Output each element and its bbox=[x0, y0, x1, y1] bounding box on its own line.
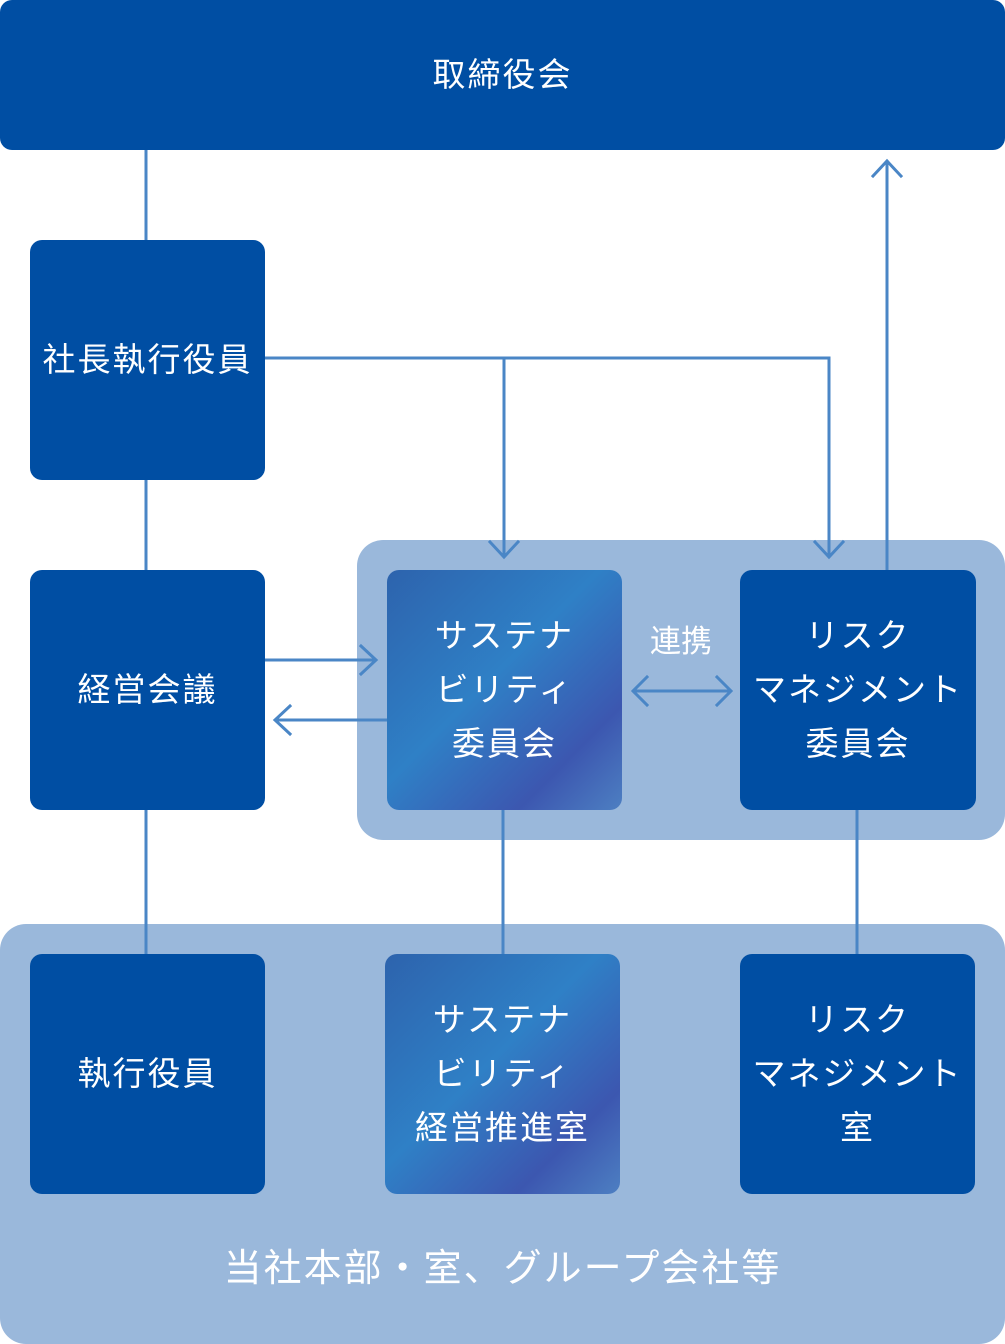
president-label: 社長執行役員 bbox=[42, 340, 253, 379]
risk-committee-line-2: マネジメント bbox=[753, 670, 963, 709]
sustainability-office-box: サステナ ビリティ 経営推進室 bbox=[385, 954, 620, 1194]
sustainability-office-line-3: 経営推進室 bbox=[415, 1108, 590, 1147]
arrowhead-risk bbox=[812, 539, 846, 560]
risk-office-line-1: リスク bbox=[805, 1000, 910, 1039]
risk-office-line-2: マネジメント bbox=[752, 1054, 963, 1093]
arrowhead-board bbox=[870, 158, 904, 179]
sustainability-committee-line-1: サステナ bbox=[434, 616, 575, 655]
sustainability-office-line-2: ビリティ bbox=[433, 1054, 572, 1093]
risk-office-line-3: 室 bbox=[840, 1108, 875, 1147]
bottom-group-label: 当社本部・室、グループ会社等 bbox=[223, 1246, 782, 1290]
president-box: 社長執行役員 bbox=[30, 240, 265, 480]
president-to-committees-line bbox=[264, 356, 831, 558]
sustainability-committee-box: サステナ ビリティ 委員会 bbox=[387, 570, 622, 810]
arrowhead-to-sustainability bbox=[358, 643, 379, 677]
arrowhead-sustainability bbox=[487, 539, 521, 560]
arrowhead-cooperation-right bbox=[714, 674, 734, 708]
arrowhead-cooperation-left bbox=[630, 674, 650, 708]
management-meeting-label: 経営会議 bbox=[77, 670, 218, 709]
cooperation-label: 連携 bbox=[650, 624, 712, 660]
sustainability-committee-line-2: ビリティ bbox=[435, 670, 574, 709]
sustainability-committee-line-3: 委員会 bbox=[452, 724, 557, 763]
risk-committee-line-3: 委員会 bbox=[805, 724, 911, 763]
board-of-directors-box: 取締役会 bbox=[0, 0, 1005, 150]
board-label: 取締役会 bbox=[432, 55, 573, 94]
management-meeting-box: 経営会議 bbox=[30, 570, 265, 810]
executive-officers-label: 執行役員 bbox=[77, 1054, 218, 1093]
arrowhead-to-meeting bbox=[272, 703, 293, 737]
executive-officers-box: 執行役員 bbox=[30, 954, 265, 1194]
risk-committee-box: リスク マネジメント 委員会 bbox=[740, 570, 976, 810]
risk-office-box: リスク マネジメント 室 bbox=[740, 954, 975, 1194]
risk-committee-line-1: リスク bbox=[805, 616, 911, 655]
sustainability-office-line-1: サステナ bbox=[432, 1000, 573, 1039]
